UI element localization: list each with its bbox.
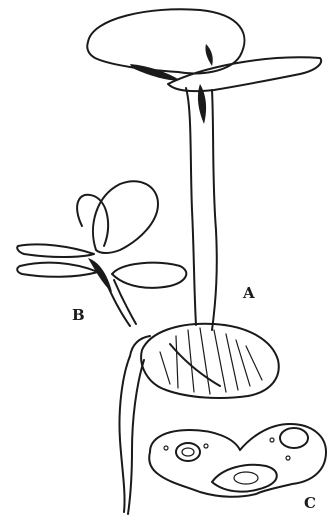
section-c-ring-right [280, 428, 308, 448]
seedling-b-leaf-left-1 [17, 244, 94, 257]
label-a: A [243, 286, 255, 301]
seedling-a-leaf-shading-2 [205, 44, 212, 66]
section-c-ring-left [176, 443, 200, 461]
section-c-ring-left-inner [182, 448, 194, 456]
seedling-a-root-join [130, 336, 150, 356]
section-c [149, 424, 326, 497]
section-c-dot-4 [286, 456, 290, 460]
seedling-a-seed [141, 324, 279, 398]
section-c-outline [149, 424, 326, 497]
seedling-a-stem-right [212, 90, 217, 330]
seedling-a-stem-left [186, 88, 196, 325]
section-c-dot-3 [270, 438, 274, 442]
seedling-a-root-left [119, 356, 130, 512]
seedling-a [87, 9, 321, 514]
section-c-dot-1 [164, 446, 168, 450]
seedling-b-leaf-left-2 [17, 263, 98, 277]
seedling-a-leaf-round [87, 9, 244, 73]
section-c-dot-2 [204, 444, 208, 448]
label-c: C [304, 496, 316, 511]
seedling-b-leaf-right [112, 263, 186, 288]
label-b: B [72, 308, 85, 323]
section-c-center-inner [234, 472, 258, 484]
seedling-a-root-right [128, 360, 144, 514]
seedling-a-leaf-flat [168, 57, 321, 91]
seedling-b-leaf-top [93, 181, 158, 253]
seedling-a-seed-shading [160, 328, 262, 394]
seedling-b [17, 181, 186, 326]
section-c-center-lobe [212, 465, 277, 492]
